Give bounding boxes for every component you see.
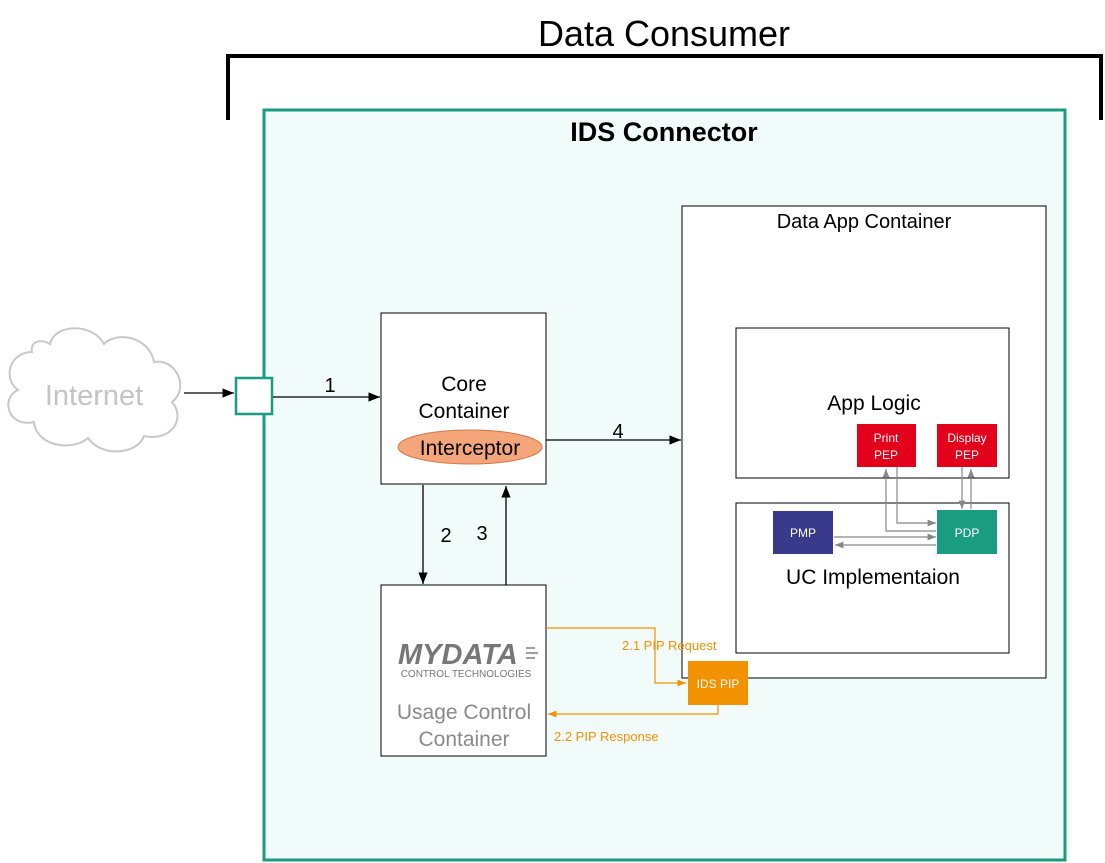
pip-response-label: 2.2 PIP Response (554, 729, 659, 744)
pmp-box (773, 511, 833, 554)
display-pep-box (937, 424, 997, 467)
connector-port (234, 376, 274, 416)
ids-pip-box (688, 661, 748, 705)
print-pep-box (857, 424, 916, 467)
pdp-to-print-pep-connector (882, 469, 936, 532)
usage-control-label-line1: Usage Control (397, 701, 531, 724)
flow-label-2: 2 (440, 525, 451, 547)
flow-label-3: 3 (476, 523, 487, 545)
mydata-logo: MYDATA CONTROL TECHNOLOGIES (398, 639, 538, 680)
internet-label: Internet (45, 380, 143, 412)
ids-pip-label: IDS PIP (697, 677, 740, 691)
flow-label-4: 4 (612, 421, 623, 443)
ids-connector-title: IDS Connector (570, 117, 758, 147)
page-title: Data Consumer (538, 13, 790, 54)
pip-request-connector (546, 627, 686, 687)
print-pep-label-line2: PEP (874, 448, 898, 462)
interceptor-ellipse (397, 429, 543, 465)
internet-cloud (7, 327, 182, 453)
data-consumer-bracket (226, 54, 1103, 120)
mydata-logo-subtitle: CONTROL TECHNOLOGIES (401, 669, 532, 680)
data-app-container-title: Data App Container (777, 211, 952, 233)
display-pep-label-line1: Display (947, 431, 986, 445)
flow-label-1: 1 (324, 375, 335, 397)
pip-response-connector (548, 705, 719, 718)
print-pep-label-line1: Print (874, 431, 899, 445)
usage-control-container-box (380, 584, 547, 757)
pdp-label: PDP (955, 526, 980, 540)
core-container-label-line1: Core (441, 373, 487, 396)
pip-request-label: 2.1 PIP Request (622, 638, 717, 653)
mydata-logo-lines (526, 647, 538, 659)
pdp-box (937, 510, 997, 554)
core-container-label-line2: Container (418, 400, 509, 423)
app-logic-title: App Logic (827, 392, 920, 415)
usage-control-label-line2: Container (418, 728, 509, 751)
print-pep-to-pdp-connector (896, 467, 936, 527)
interceptor-label: Interceptor (420, 437, 520, 460)
display-pep-label-line2: PEP (955, 448, 979, 462)
mydata-logo-text: MYDATA (398, 639, 518, 671)
uc-implementation-title: UC Implementaion (786, 566, 960, 589)
pmp-label: PMP (790, 526, 816, 540)
